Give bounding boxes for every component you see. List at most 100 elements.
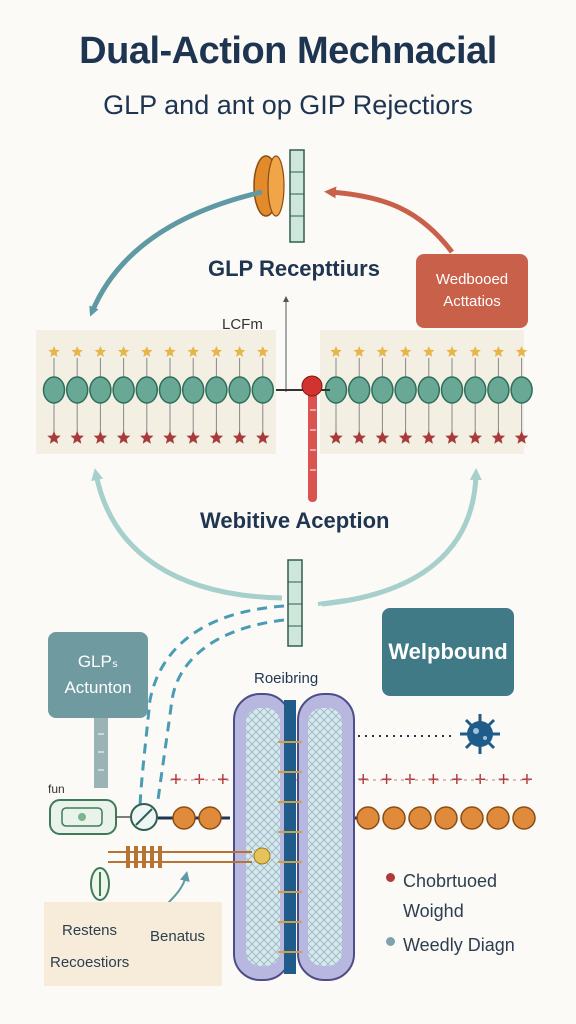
- red-star-icon: [422, 431, 436, 444]
- legend-dot-2: [386, 937, 395, 946]
- membrane-bead-icon: [135, 376, 159, 404]
- red-star-icon: [491, 431, 506, 444]
- gold-star-icon: [257, 346, 269, 357]
- gold-star-icon: [71, 346, 83, 357]
- red-star-icon: [70, 431, 84, 444]
- membrane-bead-icon: [205, 376, 228, 404]
- red-star-icon: [140, 431, 154, 444]
- red-star-icon: [398, 431, 413, 444]
- legend-dot-1: [386, 873, 395, 882]
- orange-bead-icon: [198, 806, 222, 830]
- restens-box: [44, 902, 222, 986]
- legend-item-2: Weedly Diagn: [386, 930, 515, 960]
- gold-star-icon: [330, 346, 342, 357]
- dashed-path-outer: [138, 604, 285, 811]
- activation-box: Wedbooed Acttatios: [416, 254, 528, 328]
- glp-line1: GLPₛ: [77, 652, 119, 671]
- membrane-bead-row-left: [42, 346, 275, 444]
- legend-item-2-line1: Weedly Diagn: [403, 935, 515, 955]
- membrane-bead-icon: [251, 376, 275, 404]
- arrow-upper-left: [89, 189, 263, 317]
- gold-star-icon: [210, 346, 223, 357]
- glp-stem: [94, 718, 108, 788]
- arrow-upper-right: [324, 186, 454, 254]
- red-star-icon: [375, 431, 390, 444]
- recoestiors-label: Recoestiors: [50, 954, 130, 971]
- red-star-icon: [232, 431, 247, 444]
- label-positive-action: Webitive Aception: [200, 508, 390, 533]
- red-star-icon: [514, 431, 529, 444]
- welpbound-box: Welpbound: [382, 608, 514, 696]
- gold-star-icon: [469, 346, 481, 357]
- glp-activation-box: GLPₛ Actunton: [48, 632, 148, 718]
- plus-marker-icon: +: [381, 769, 393, 791]
- orange-bead-icon: [382, 806, 406, 830]
- red-star-icon: [163, 431, 177, 444]
- membrane-bead-icon: [181, 376, 205, 404]
- gold-star-icon: [187, 346, 199, 357]
- activation-line2: Acttatios: [443, 293, 501, 310]
- orange-bead-icon: [172, 806, 196, 830]
- red-star-icon: [93, 431, 108, 444]
- dashed-path-inner: [156, 618, 285, 801]
- comb-icon: [108, 846, 271, 868]
- channel-head: [301, 375, 323, 397]
- orange-bead-icon: [356, 806, 380, 830]
- seed-icon: [90, 867, 110, 901]
- arrow-lower-right: [321, 468, 482, 607]
- red-star-icon: [47, 431, 61, 444]
- red-star-icon: [186, 431, 200, 444]
- red-star-icon: [116, 431, 131, 444]
- red-star-icon: [352, 431, 366, 444]
- plus-marker-icon: +: [451, 769, 463, 791]
- spiky-virus-icon: [460, 714, 500, 754]
- membrane-bead-icon: [65, 376, 89, 404]
- plus-marker-icon: +: [498, 769, 510, 791]
- label-fun: fun: [48, 782, 65, 796]
- gold-star-icon: [376, 346, 389, 357]
- gold-star-icon: [399, 346, 412, 357]
- membrane-bead-icon: [417, 376, 441, 404]
- gold-star-icon: [446, 346, 458, 357]
- page-title: Dual-Action Mechnacial: [79, 30, 497, 72]
- membrane-bead-icon: [394, 376, 417, 404]
- plus-marker-icon: +: [170, 769, 182, 791]
- gold-star-icon: [94, 346, 107, 357]
- cell-icon: [49, 799, 117, 835]
- label-receiving: Roeibring: [254, 670, 319, 687]
- membrane-bead-icon: [510, 376, 533, 404]
- membrane-bead-icon: [371, 376, 394, 404]
- orange-bead-icon: [460, 806, 484, 830]
- membrane-bead-icon: [487, 376, 510, 404]
- label-glp-receptors: GLP Recepttiurs: [208, 256, 380, 281]
- gold-star-icon: [353, 346, 365, 357]
- plus-marker-icon: +: [217, 769, 229, 791]
- top-receptor: [253, 149, 305, 243]
- gold-star-icon: [423, 346, 435, 357]
- red-star-icon: [256, 431, 270, 444]
- legend-item-1: Chobrtuoed Woighd: [386, 866, 497, 926]
- membrane-bead-icon: [440, 376, 464, 404]
- red-star-icon: [209, 431, 224, 444]
- gold-star-icon: [492, 346, 505, 357]
- restens-label: Restens: [62, 922, 118, 939]
- red-star-icon: [468, 431, 482, 444]
- gold-star-icon: [164, 346, 176, 357]
- orange-bead-row-left: [172, 806, 222, 830]
- membrane-bead-icon: [42, 376, 66, 404]
- page-subtitle: GLP and ant op GIP Rejectiors: [103, 90, 473, 120]
- activation-line1: Wedbooed: [435, 271, 509, 288]
- membrane-bead-icon: [463, 376, 487, 404]
- link-ring-icon: [130, 803, 158, 831]
- arrow-lower-left: [91, 468, 283, 601]
- orange-bead-row-right: [356, 806, 536, 830]
- orange-bead-icon: [434, 806, 458, 830]
- legend-item-1-line1: Chobrtuoed: [403, 871, 498, 891]
- red-star-icon: [445, 431, 459, 444]
- red-star-icon: [329, 431, 343, 444]
- glp-line2: Actunton: [64, 678, 132, 697]
- label-lcfm: LCFm: [222, 316, 263, 333]
- membrane-bead-icon: [112, 376, 135, 404]
- gold-star-icon: [117, 346, 130, 357]
